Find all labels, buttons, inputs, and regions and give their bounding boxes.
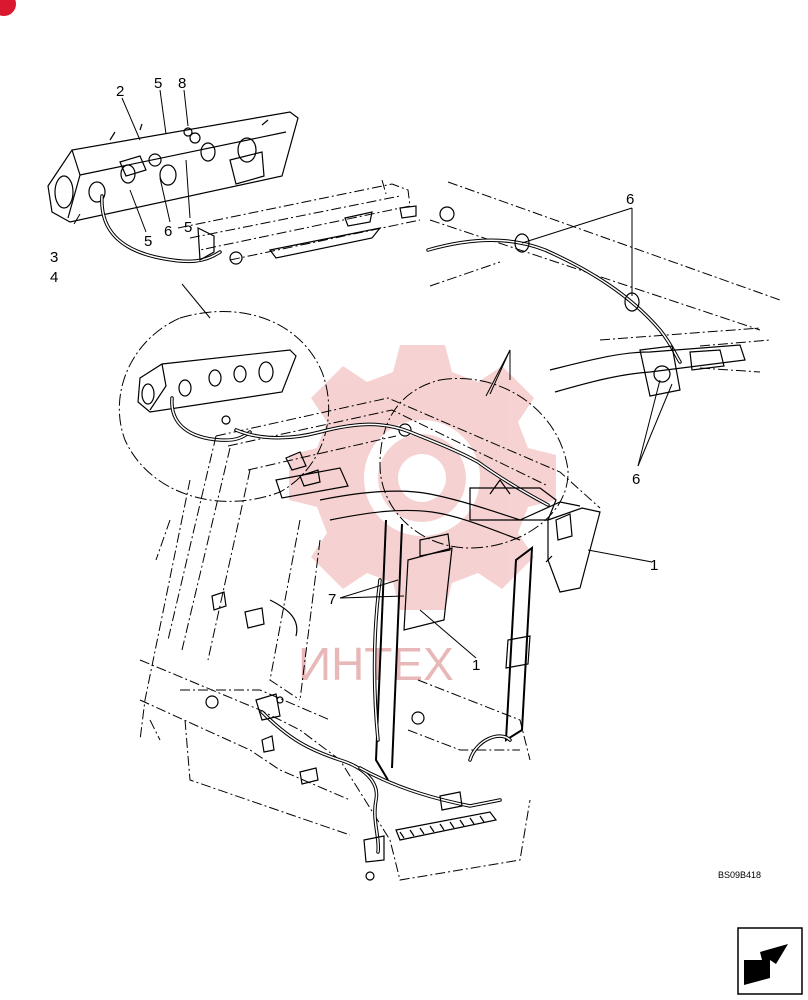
next-page-arrow-icon[interactable] (737, 927, 803, 995)
label-4: 4 (50, 269, 58, 286)
label-5-bottom: 5 (144, 233, 152, 250)
label-2: 2 (116, 83, 124, 100)
overhead-panel-detail (137, 349, 297, 442)
label-1-right: 1 (650, 557, 658, 574)
label-6-top-right: 6 (626, 191, 634, 208)
cab-frame (139, 397, 601, 881)
watermark-gear-icon (289, 345, 556, 610)
roof-harness-detail (426, 181, 781, 397)
label-8: 8 (178, 75, 186, 92)
label-6-bottom-right: 6 (632, 471, 640, 488)
label-7: 7 (328, 591, 336, 608)
leader-lines (73, 89, 673, 659)
corner-badge-icon (0, 0, 16, 16)
main-roof-harness (234, 422, 557, 521)
drawing-code: BS09B418 (718, 870, 761, 880)
roof-rail-top (177, 179, 421, 265)
lower-harness (211, 591, 512, 881)
label-5-right: 5 (184, 219, 192, 236)
label-3: 3 (50, 249, 58, 266)
label-5-top: 5 (154, 75, 162, 92)
label-1-center: 1 (472, 657, 480, 674)
center-pillar (319, 490, 601, 781)
label-6-left: 6 (164, 223, 172, 240)
overhead-panel-top (47, 111, 299, 264)
